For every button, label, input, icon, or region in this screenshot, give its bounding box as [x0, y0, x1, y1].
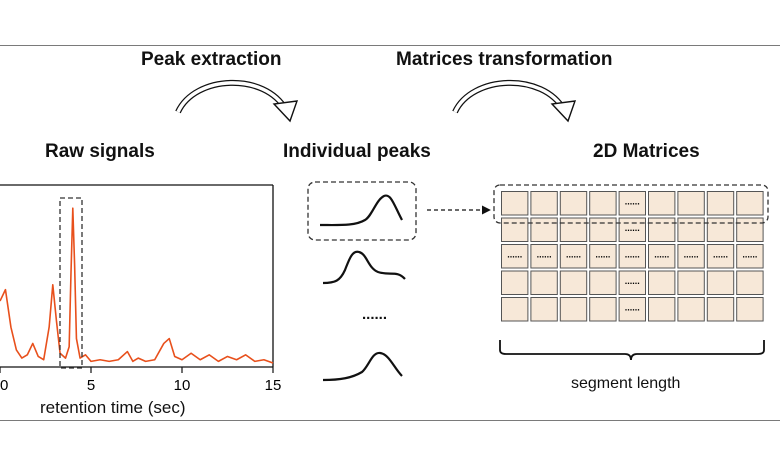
matrix-cell [736, 191, 764, 216]
matrix-cell [559, 270, 588, 295]
top-border [0, 45, 780, 46]
chart-x-axis-label: retention time (sec) [40, 398, 186, 417]
matrix-cell-ellipsis: ...... [537, 249, 552, 259]
matrix-cell [530, 297, 558, 322]
segment-length-brace [499, 340, 765, 361]
matrix-cell-ellipsis: ...... [507, 249, 522, 259]
matrix-cell [736, 217, 764, 242]
matrix-cell [677, 217, 705, 242]
peak-shape-3 [322, 351, 403, 382]
matrix-cell-ellipsis: ...... [625, 276, 640, 286]
matrix-cell-ellipsis: ...... [595, 249, 610, 259]
raw-signal-chart: 0 5 10 15 [0, 184, 282, 394]
matrix-cell [706, 270, 735, 295]
curved-arrow-peak-extraction-icon [175, 79, 299, 123]
bottom-border [0, 420, 780, 421]
stage-title-2d-matrices: 2D Matrices [593, 141, 700, 162]
segment-length-label: segment length [571, 375, 681, 392]
matrix-cell [736, 244, 764, 269]
matrix-cell [677, 270, 705, 295]
matrix-cell [736, 270, 764, 295]
matrix-cell [648, 244, 676, 269]
step-label-peak-extraction: Peak extraction [141, 49, 282, 70]
matrix-cell [677, 297, 705, 322]
matrix-cell [706, 244, 735, 269]
matrix-cell [618, 244, 646, 269]
matrix-cell [501, 217, 529, 242]
selected-peak-box [59, 197, 83, 369]
matrix-cell [648, 297, 676, 322]
matrix-cell [648, 191, 676, 216]
matrix-cell-ellipsis: ...... [625, 302, 640, 312]
stage-title-raw-signals: Raw signals [45, 141, 155, 162]
stage-title-individual-peaks: Individual peaks [283, 141, 431, 162]
matrix-cell [648, 270, 676, 295]
matrix-cell [677, 244, 705, 269]
matrix-cell-ellipsis: ...... [742, 249, 757, 259]
matrix-cell [736, 297, 764, 322]
peaks-ellipsis: ...... [362, 306, 388, 323]
curved-arrow-matrices-transformation-icon [452, 79, 577, 123]
matrix-cell [589, 297, 617, 322]
highlighted-peak-box [307, 181, 417, 241]
matrix-cell [501, 244, 529, 269]
matrix-cell-ellipsis: ...... [625, 196, 640, 206]
matrix-cell-ellipsis: ...... [713, 249, 728, 259]
matrix-cell [618, 270, 646, 295]
matrix-cell [559, 191, 588, 216]
matrix-cell [589, 191, 617, 216]
matrix-cell [530, 270, 558, 295]
matrix-cell [618, 191, 646, 216]
matrix-cell-ellipsis: ...... [625, 223, 640, 233]
matrix-cell [501, 191, 529, 216]
matrix-cell [706, 191, 735, 216]
matrix-cell [706, 297, 735, 322]
matrix-cell [559, 217, 588, 242]
matrix-cell [530, 217, 558, 242]
peak-shape-2 [322, 250, 406, 285]
matrix-cell [530, 191, 558, 216]
matrix-cell [530, 244, 558, 269]
x-tick-label: 0 [0, 377, 8, 394]
matrix-cell [648, 217, 676, 242]
matrix-cell-ellipsis: ...... [684, 249, 699, 259]
step-label-matrices-transformation: Matrices transformation [396, 49, 613, 70]
peak-shape-1 [319, 194, 403, 227]
signal-series-line [0, 207, 274, 364]
matrix-cell [618, 217, 646, 242]
matrix-grid: ........................................… [501, 191, 764, 322]
matrix-cell [589, 270, 617, 295]
x-tick-label: 10 [174, 377, 191, 394]
matrix-cell [559, 297, 588, 322]
matrix-cell [618, 297, 646, 322]
highlighted-matrix-row-box [493, 184, 769, 224]
matrix-cell [677, 191, 705, 216]
matrix-cell-ellipsis: ...... [625, 249, 640, 259]
matrix-cell [706, 217, 735, 242]
matrix-cell [501, 270, 529, 295]
x-tick-label: 15 [265, 377, 282, 394]
matrix-cell [559, 244, 588, 269]
matrix-cell-ellipsis: ...... [654, 249, 669, 259]
matrix-cell [589, 244, 617, 269]
x-tick-label: 5 [87, 377, 95, 394]
matrix-cell [589, 217, 617, 242]
matrix-cell [501, 297, 529, 322]
matrix-cell-ellipsis: ...... [566, 249, 581, 259]
